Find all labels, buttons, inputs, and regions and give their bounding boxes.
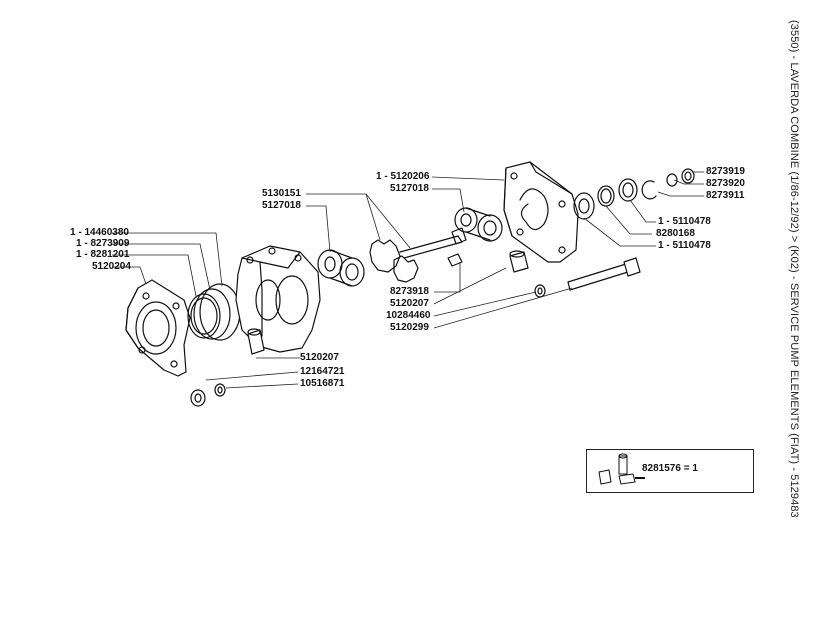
shaft-seal-part (573, 192, 595, 220)
part-label-8273918: 8273918 (390, 286, 429, 297)
part-label-12164721: 12164721 (300, 366, 345, 377)
bolt-part (567, 257, 641, 291)
part-label-8273919: 8273919 (706, 166, 745, 177)
part-label-5110478-lower: 1 - 5110478 (658, 240, 711, 251)
snap-ring-part (641, 180, 657, 200)
pump-body-part (235, 245, 321, 353)
part-label-8273920: 8273920 (706, 178, 745, 189)
seal-ring-part (597, 185, 615, 207)
part-label-8273911: 8273911 (706, 190, 745, 201)
dowel-pin-lower-part (247, 328, 265, 355)
part-label-5120207-upper: 5120207 (390, 298, 429, 309)
part-label-5127018-left: 5127018 (262, 200, 301, 211)
part-label-5120207-lower: 5120207 (300, 352, 339, 363)
spacer-part (666, 173, 678, 187)
front-flange-part (503, 161, 579, 263)
washer-part (214, 383, 226, 397)
small-washer-part (534, 284, 546, 298)
part-label-8281201: 1 - 8281201 (76, 249, 130, 260)
kit-text: 8281576 = 1 (642, 463, 698, 474)
part-label-8273909: 1 - 8273909 (76, 238, 130, 249)
part-label-8280168: 8280168 (656, 228, 695, 239)
part-label-5110478-upper: 1 - 5110478 (658, 216, 711, 227)
rear-cover-part (125, 279, 191, 377)
part-label-10516871: 10516871 (300, 378, 345, 389)
kit-inset-box: 8281576 = 1 (586, 449, 754, 493)
leader-lines (112, 171, 704, 389)
part-label-5130151: 5130151 (262, 188, 301, 199)
bushing-left-part (317, 249, 365, 287)
part-label-5127018-right: 5127018 (390, 183, 429, 194)
bearing-part (618, 178, 638, 202)
bushing-right-part (454, 207, 503, 242)
o-rings-part (187, 283, 241, 341)
part-label-5120206: 1 - 5120206 (376, 171, 430, 182)
part-label-5120204: 5120204 (92, 261, 131, 272)
side-title: (3550) - LAVERDA COMBINE (1/86-12/92) > … (788, 20, 800, 518)
dowel-pin-upper-part (509, 250, 529, 273)
gear-shaft-part (369, 227, 467, 283)
end-nut-part (681, 168, 695, 184)
kit-parts-icon (598, 453, 645, 485)
part-label-14460380: 1 - 14460380 (70, 227, 129, 238)
part-label-5120299: 5120299 (390, 322, 429, 333)
nut-part (190, 389, 206, 407)
part-label-10284460: 10284460 (386, 310, 431, 321)
